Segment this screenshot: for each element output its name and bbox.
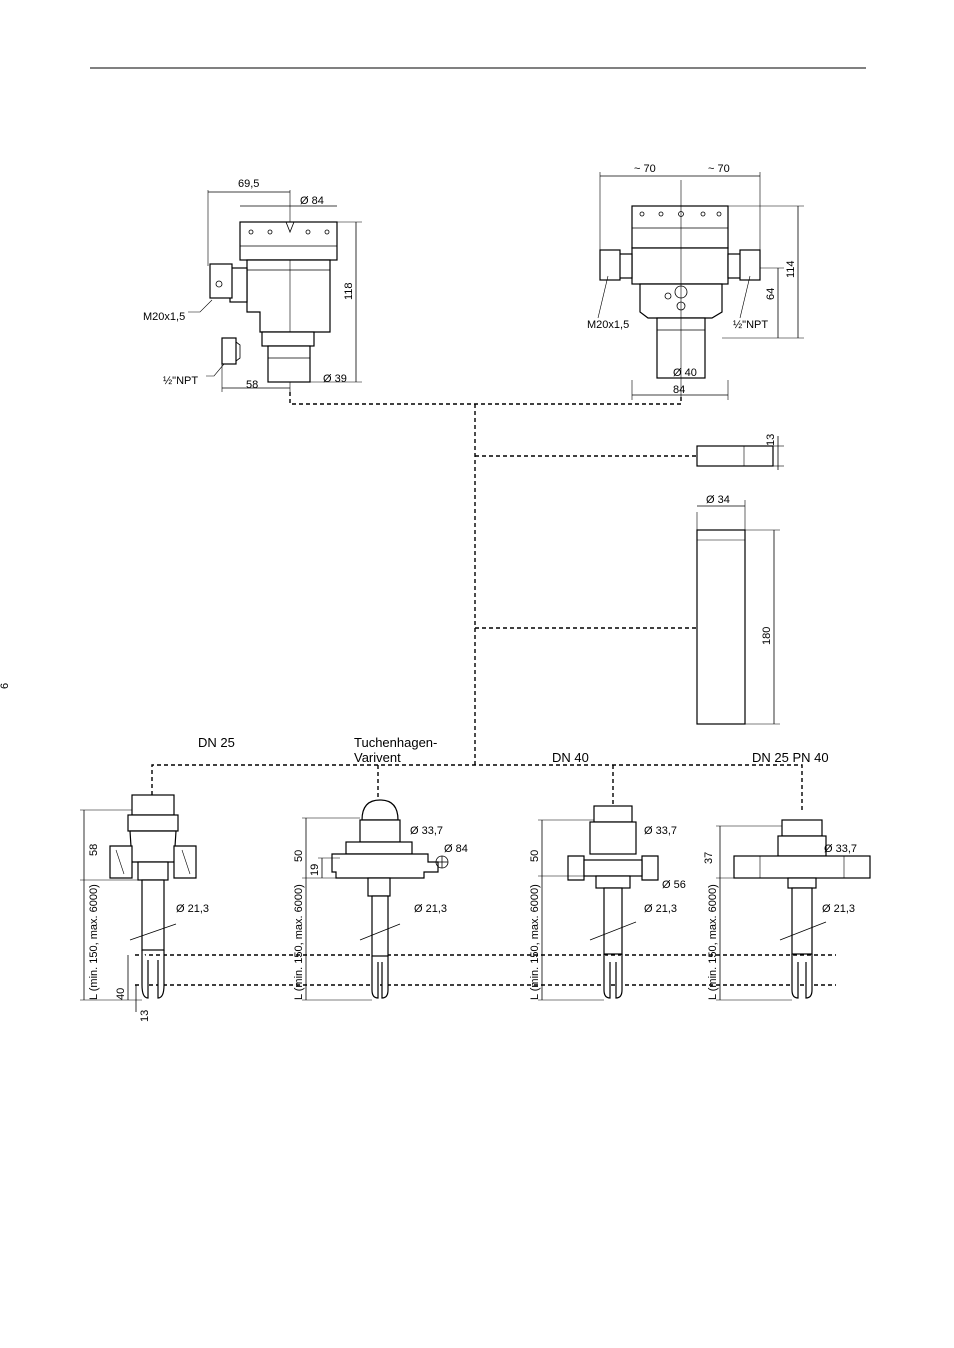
dim-d21-dn25pn40: Ø 21,3 [822, 903, 855, 915]
dim-d21-dn40: Ø 21,3 [644, 903, 677, 915]
dim-84: 84 [673, 384, 685, 396]
dim-40-dn25: 40 [115, 988, 127, 1000]
dim-L-dn25: L (min. 150, max. 6000) [88, 884, 100, 1000]
variant-dn40: Ø 33,7 50 Ø 56 Ø 21,3 L (min. 150, max. … [529, 805, 686, 1001]
dim-diameter-84: Ø 84 [300, 195, 324, 207]
label-m20-right: M20x1,5 [587, 319, 629, 331]
dim-50-dn40: 50 [529, 850, 541, 862]
title-dn25: DN 25 [198, 735, 235, 750]
dim-70-left: ~ 70 [634, 163, 656, 175]
variant-tuchenhagen: Ø 33,7 Ø 84 50 19 Ø 21,3 L (min. 150, ma… [293, 799, 468, 1001]
extension-parts: 13 Ø 34 180 [696, 434, 784, 725]
dim-37-dn25pn40: 37 [703, 852, 715, 864]
dim-d33-dn25pn40: Ø 33,7 [824, 843, 857, 855]
dim-50-tuch: 50 [293, 850, 305, 862]
dim-d21-tuch: Ø 21,3 [414, 903, 447, 915]
dim-d33-dn40: Ø 33,7 [644, 825, 677, 837]
title-tuchenhagen-1: Tuchenhagen- [354, 735, 437, 750]
dim-180: 180 [761, 627, 773, 645]
dim-13-dn25: 13 [139, 1010, 151, 1022]
label-npt-left: ½"NPT [163, 375, 198, 387]
label-m20-left: M20x1,5 [143, 311, 185, 323]
label-npt-right: ½"NPT [733, 319, 768, 331]
dim-diameter-40: Ø 40 [673, 367, 697, 379]
dim-69-5: 69,5 [238, 178, 259, 190]
dim-L-dn25pn40: L (min. 150, max. 6000) [707, 884, 719, 1000]
dim-diameter-34: Ø 34 [706, 494, 730, 506]
variant-dn25pn40: Ø 33,7 37 Ø 21,3 L (min. 150, max. 6000) [703, 819, 871, 1001]
variant-dn25: 58 Ø 21,3 L (min. 150, max. 6000) 40 13 [80, 794, 209, 1022]
dim-13-block: 13 [765, 434, 777, 446]
dim-d21-dn25: Ø 21,3 [176, 903, 209, 915]
dim-diameter-39: Ø 39 [323, 373, 347, 385]
dim-118: 118 [343, 282, 355, 300]
title-dn40: DN 40 [552, 750, 589, 765]
dim-64: 64 [765, 288, 777, 300]
dim-58: 58 [246, 379, 258, 391]
connector-lines [135, 392, 836, 986]
dim-L-dn40: L (min. 150, max. 6000) [529, 884, 541, 1000]
title-dn25pn40: DN 25 PN 40 [752, 750, 829, 765]
housing-front-view: ~ 70 ~ 70 114 64 M20x1,5 ½"NPT Ø 40 84 [587, 163, 804, 400]
dim-19-tuch: 19 [309, 864, 321, 876]
dim-d56-dn40: Ø 56 [662, 879, 686, 891]
dim-114: 114 [785, 260, 797, 278]
dim-d33-tuch: Ø 33,7 [410, 825, 443, 837]
housing-side-view: 69,5 Ø 84 118 M20x1,5 ½"NPT 58 Ø 39 [143, 178, 362, 392]
dim-70-right: ~ 70 [708, 163, 730, 175]
dim-d84-tuch: Ø 84 [444, 843, 468, 855]
dim-58-dn25: 58 [88, 844, 100, 856]
title-tuchenhagen-2: Varivent [354, 750, 401, 765]
dim-L-tuch: L (min. 150, max. 6000) [293, 884, 305, 1000]
